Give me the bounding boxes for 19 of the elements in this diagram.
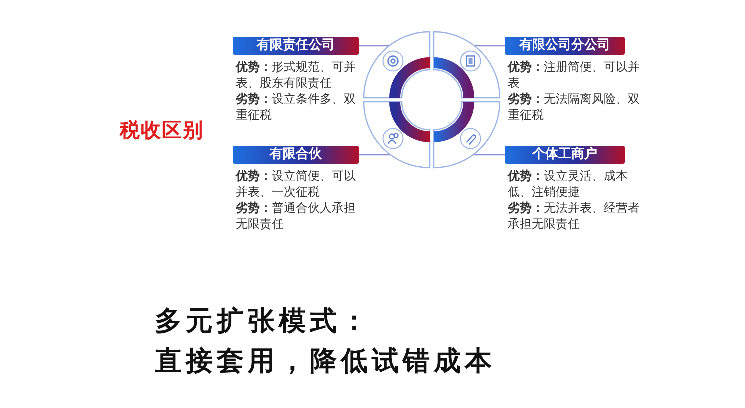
category-header: 个体工商户: [505, 146, 625, 164]
connector-line: [359, 154, 391, 156]
connector-line: [359, 45, 390, 47]
advantage-text: 优势：形式规范、可并表、股东有限责任: [234, 59, 357, 91]
disadvantage-text: 劣势：设立条件多、双重征税: [235, 91, 357, 123]
connector-line: [474, 45, 505, 47]
section-heading: 税收区别: [120, 117, 204, 144]
advantage-text: 优势：设立灵活、成本低、注销便捷: [506, 168, 629, 200]
disadvantage-text: 劣势：无法隔离风险、双重征税: [507, 91, 641, 123]
advantage-text: 优势：设立简便、可以并表、一次征税: [234, 168, 357, 200]
connector-line: [473, 154, 505, 156]
headline-text: 多元扩张模式：: [155, 305, 372, 339]
category-header: 有限责任公司: [233, 37, 359, 55]
disadvantage-text: 劣势：无法并表、经营者承担无限责任: [507, 200, 641, 232]
category-header: 有限合伙: [233, 146, 359, 164]
advantage-text: 优势：注册简便、可以并表: [506, 59, 641, 91]
category-header: 有限公司分公司: [505, 37, 625, 55]
headline-text: 直接套用，降低试错成本: [155, 345, 496, 379]
disadvantage-text: 劣势：普通合伙人承担无限责任: [235, 200, 357, 232]
